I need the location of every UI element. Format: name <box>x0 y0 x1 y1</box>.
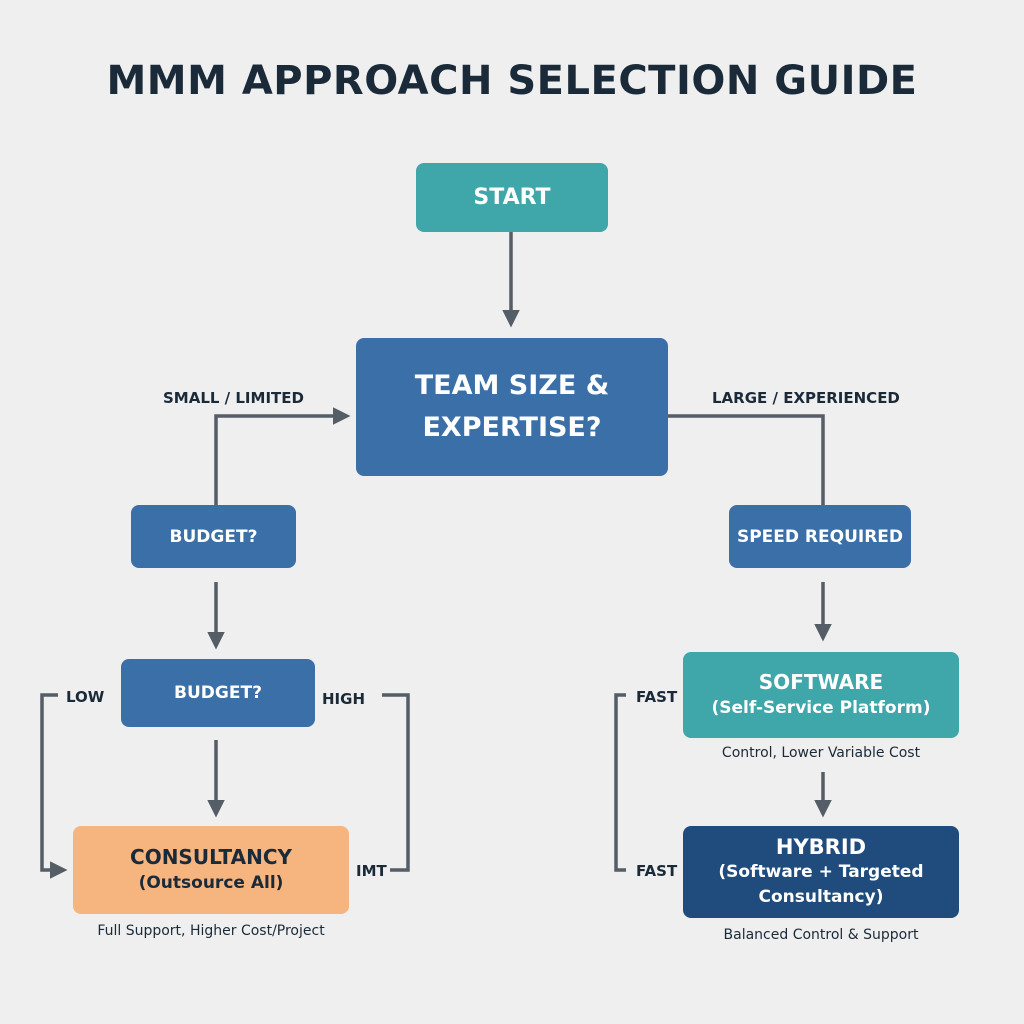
connector-low <box>40 693 68 879</box>
hybrid-subtitle-line2: Consultancy) <box>758 886 884 907</box>
software-outcome-node: SOFTWARE (Self-Service Platform) <box>683 652 959 738</box>
connector-high <box>382 693 410 872</box>
edge-label-high: HIGH <box>322 690 366 708</box>
team-size-decision-node: TEAM SIZE & EXPERTISE? <box>356 338 668 476</box>
hybrid-caption: Balanced Control & Support <box>723 927 919 943</box>
diagram-title: MMM APPROACH SELECTION GUIDE <box>106 58 918 104</box>
team-label-line1: TEAM SIZE & <box>414 370 610 401</box>
budget-decision-node-1: BUDGET? <box>131 505 296 568</box>
speed-required-node: SPEED REQUIRED <box>729 505 911 568</box>
software-title: SOFTWARE <box>758 670 884 694</box>
software-caption: Control, Lower Variable Cost <box>721 745 921 761</box>
budget-label-2: BUDGET? <box>174 683 262 703</box>
connector-fast <box>614 693 626 872</box>
connector-small-limited <box>214 407 351 505</box>
edge-label-fast-2: FAST <box>636 862 678 880</box>
edge-label-large-experienced: LARGE / EXPERIENCED <box>712 389 900 407</box>
start-node: START <box>416 163 608 232</box>
hybrid-outcome-node: HYBRID (Software + Targeted Consultancy) <box>683 826 959 918</box>
budget-decision-node-2: BUDGET? <box>121 659 315 727</box>
software-subtitle: (Self-Service Platform) <box>711 698 931 718</box>
consultancy-outcome-node: CONSULTANCY (Outsource All) <box>73 826 349 914</box>
speed-label: SPEED REQUIRED <box>736 526 904 547</box>
budget-label-1: BUDGET? <box>169 526 258 547</box>
hybrid-title: HYBRID <box>775 834 867 859</box>
edge-label-fast-1: FAST <box>636 688 678 706</box>
connector-large-experienced <box>668 414 825 505</box>
team-label-line2: EXPERTISE? <box>422 412 602 443</box>
edge-label-imt: IMT <box>356 862 387 880</box>
consultancy-subtitle: (Outsource All) <box>138 873 284 893</box>
consultancy-caption: Full Support, Higher Cost/Project <box>97 923 325 939</box>
edge-label-low: LOW <box>66 688 105 706</box>
edge-label-small-limited: SMALL / LIMITED <box>163 389 304 407</box>
consultancy-title: CONSULTANCY <box>130 845 292 869</box>
hybrid-subtitle-line1: (Software + Targeted <box>718 861 924 882</box>
start-label: START <box>473 185 551 210</box>
